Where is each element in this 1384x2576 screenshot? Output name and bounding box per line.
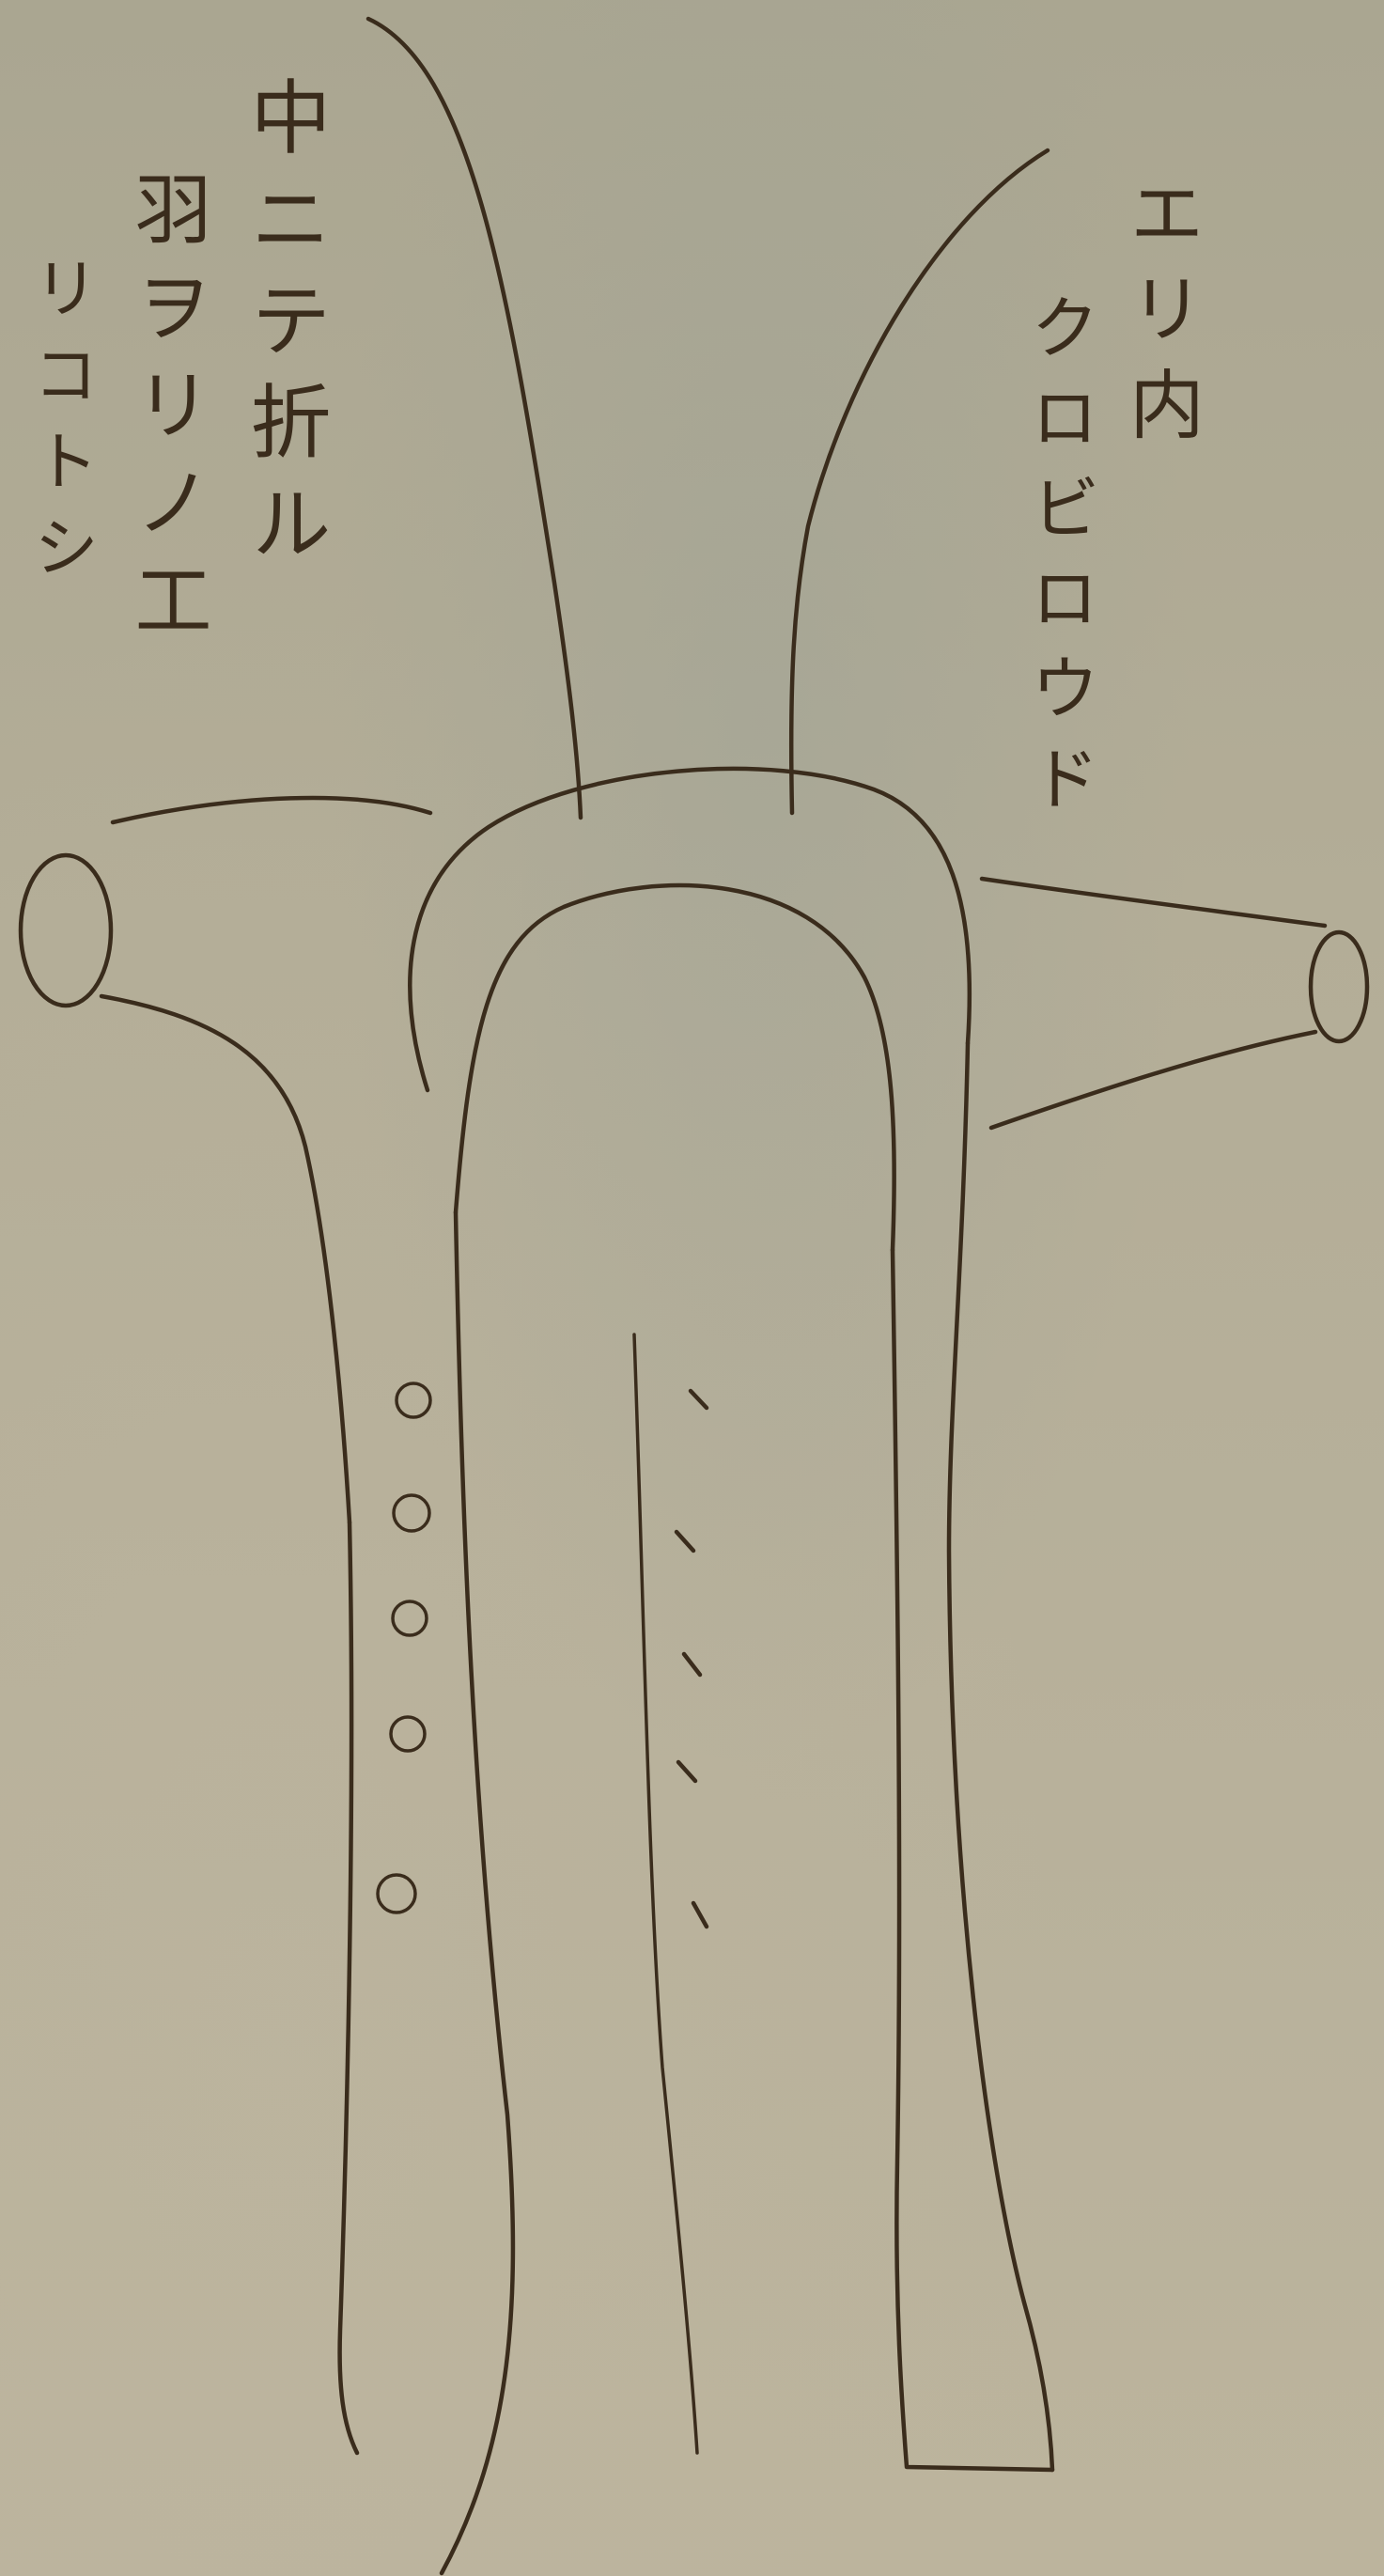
button-marks (378, 1383, 430, 1912)
collar-inner (456, 885, 894, 1250)
note-left-fold: 中ニテ折ル (242, 75, 323, 583)
stitch-mark (691, 1391, 707, 1408)
right-leader-line (791, 150, 1048, 813)
right-sleeve-top (982, 879, 1325, 926)
note-left-end: リコトシ (28, 254, 94, 600)
left-sleeve-bottom (101, 996, 350, 1522)
right-front-edge (893, 1250, 1052, 2470)
center-fold-line (634, 1335, 697, 2453)
note-right-collar: エリ内 (1123, 174, 1198, 461)
button-mark (393, 1601, 427, 1635)
stitch-mark (684, 1654, 700, 1675)
left-front-edge (442, 1212, 513, 2573)
left-sleeve-cuff (21, 855, 111, 1006)
button-mark (394, 1495, 429, 1531)
stitch-marks (676, 1391, 707, 1927)
stitch-mark (676, 1532, 693, 1551)
note-right-velvet: クロビロウド (1024, 291, 1094, 833)
stitch-mark (678, 1762, 695, 1781)
left-leader-line (368, 19, 581, 818)
right-sleeve-cuff (1311, 932, 1367, 1041)
right-sleeve-bottom (991, 1032, 1315, 1128)
button-mark (378, 1875, 415, 1912)
left-sleeve-top (113, 798, 430, 822)
note-left-feather: 羽ヲリノ工 (127, 169, 204, 658)
right-body-side (949, 1043, 1052, 2470)
left-body-side (340, 1522, 357, 2453)
button-mark (397, 1383, 430, 1417)
button-mark (391, 1717, 425, 1751)
stitch-mark (693, 1903, 707, 1927)
